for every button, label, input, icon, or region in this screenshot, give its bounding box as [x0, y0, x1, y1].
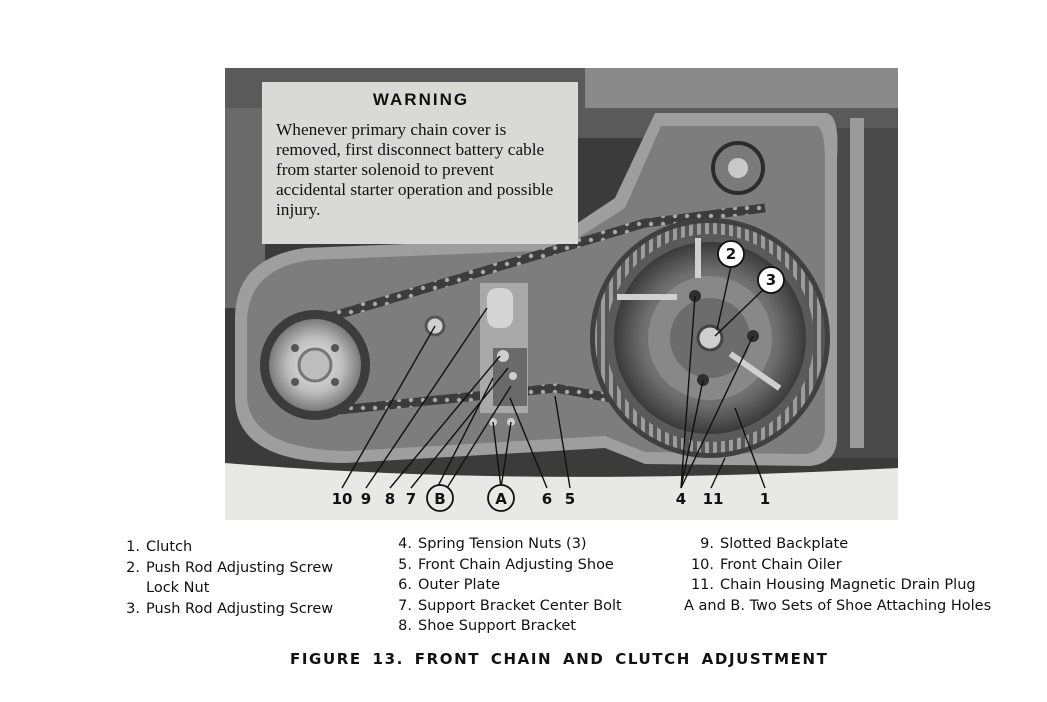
callout-11: 11	[703, 490, 724, 508]
callout-5: 5	[565, 490, 575, 508]
legend-item: 5.Front Chain Adjusting Shoe	[398, 556, 614, 573]
callout-9: 9	[361, 490, 371, 508]
callout-6: 6	[542, 490, 552, 508]
legend-item: 9.Slotted Backplate	[700, 536, 849, 552]
legend-item: 1.Clutch	[126, 539, 193, 555]
legend-item: A and B. Two Sets of Shoe Attaching Hole…	[684, 597, 992, 614]
legend-item: 11.Chain Housing Magnetic Drain Plug	[690, 577, 976, 593]
legend-column-1: 1.Clutch 2.Push Rod Adjusting Screw Lock…	[118, 537, 333, 619]
legend-item: 4.Spring Tension Nuts (3)	[398, 536, 587, 552]
legend-item: 3.Push Rod Adjusting Screw	[126, 600, 334, 617]
legend-item-continuation: Lock Nut	[146, 580, 210, 596]
warning-title: WARNING	[372, 90, 470, 109]
figure-caption: FIGURE 13. FRONT CHAIN AND CLUTCH ADJUST…	[290, 650, 829, 668]
legend-column-2: 4.Spring Tension Nuts (3) 5.Front Chain …	[390, 534, 622, 637]
callout-3: 3	[766, 271, 776, 289]
legend-item: 8.Shoe Support Bracket	[398, 618, 576, 634]
callout-4: 4	[676, 490, 686, 508]
legend-column-3: 9.Slotted Backplate 10.Front Chain Oiler…	[684, 534, 991, 616]
engine-photo: 2 3 10 9 8 7 B A 6 5 4 11 1	[225, 68, 898, 520]
callout-10: 10	[332, 490, 353, 508]
warning-text: Whenever primary chain cover is removed,…	[276, 120, 554, 219]
chain-drive-illustration: 2 3 10 9 8 7 B A 6 5 4 11 1	[225, 68, 898, 520]
warning-box: WARNING Whenever primary chain cover is …	[262, 82, 578, 244]
callout-8: 8	[385, 490, 395, 508]
legend-item: 2.Push Rod Adjusting Screw	[126, 559, 334, 576]
callout-1: 1	[760, 490, 770, 508]
legend-item: 6.Outer Plate	[398, 577, 501, 593]
legend-item: 7.Support Bracket Center Bolt	[398, 597, 622, 614]
callout-2: 2	[726, 245, 736, 263]
callout-B: B	[434, 490, 445, 508]
callout-A: A	[495, 490, 507, 508]
callout-7: 7	[406, 490, 416, 508]
legend-item: 10.Front Chain Oiler	[690, 556, 842, 573]
